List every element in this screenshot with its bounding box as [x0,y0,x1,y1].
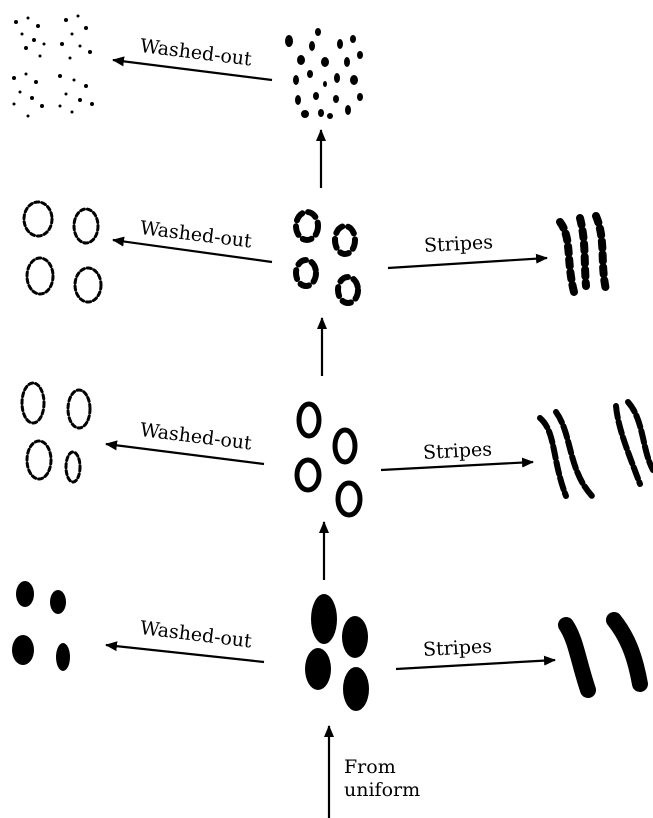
washed-out-label: Washed-out [139,617,254,653]
stripes-label: Stripes [422,635,492,661]
washed-out-rings-pattern [22,383,90,482]
solid-stripes-pattern [566,620,640,690]
washed-out-label: Washed-out [139,419,254,455]
from-label-line1: From [344,756,396,778]
row-solid-blobs: Washed-out Stripes [12,581,640,711]
stripes-label: Stripes [422,438,492,464]
washed-out-spots-pattern [12,15,94,118]
stripes-arrow [381,462,533,470]
washed-out-broken-rings-pattern [24,202,101,302]
stripes-arrow [396,660,555,669]
rings-pattern [297,404,360,515]
stripes-arrow [388,258,547,268]
stripes-label: Stripes [423,231,493,257]
spots-pattern [285,28,363,119]
washed-out-label: Washed-out [139,217,254,253]
solid-blobs-pattern [305,594,369,711]
row-rings: Washed-out Stripes [22,383,653,515]
thin-stripes-pattern [540,402,653,496]
washed-out-blobs-pattern [12,581,70,671]
row-broken-rings: Washed-out Stripes [24,202,606,303]
broken-stripes-pattern [560,216,606,292]
broken-rings-pattern [296,212,358,303]
row-spots: Washed-out [12,15,363,120]
from-label-line2: uniform [344,779,420,801]
